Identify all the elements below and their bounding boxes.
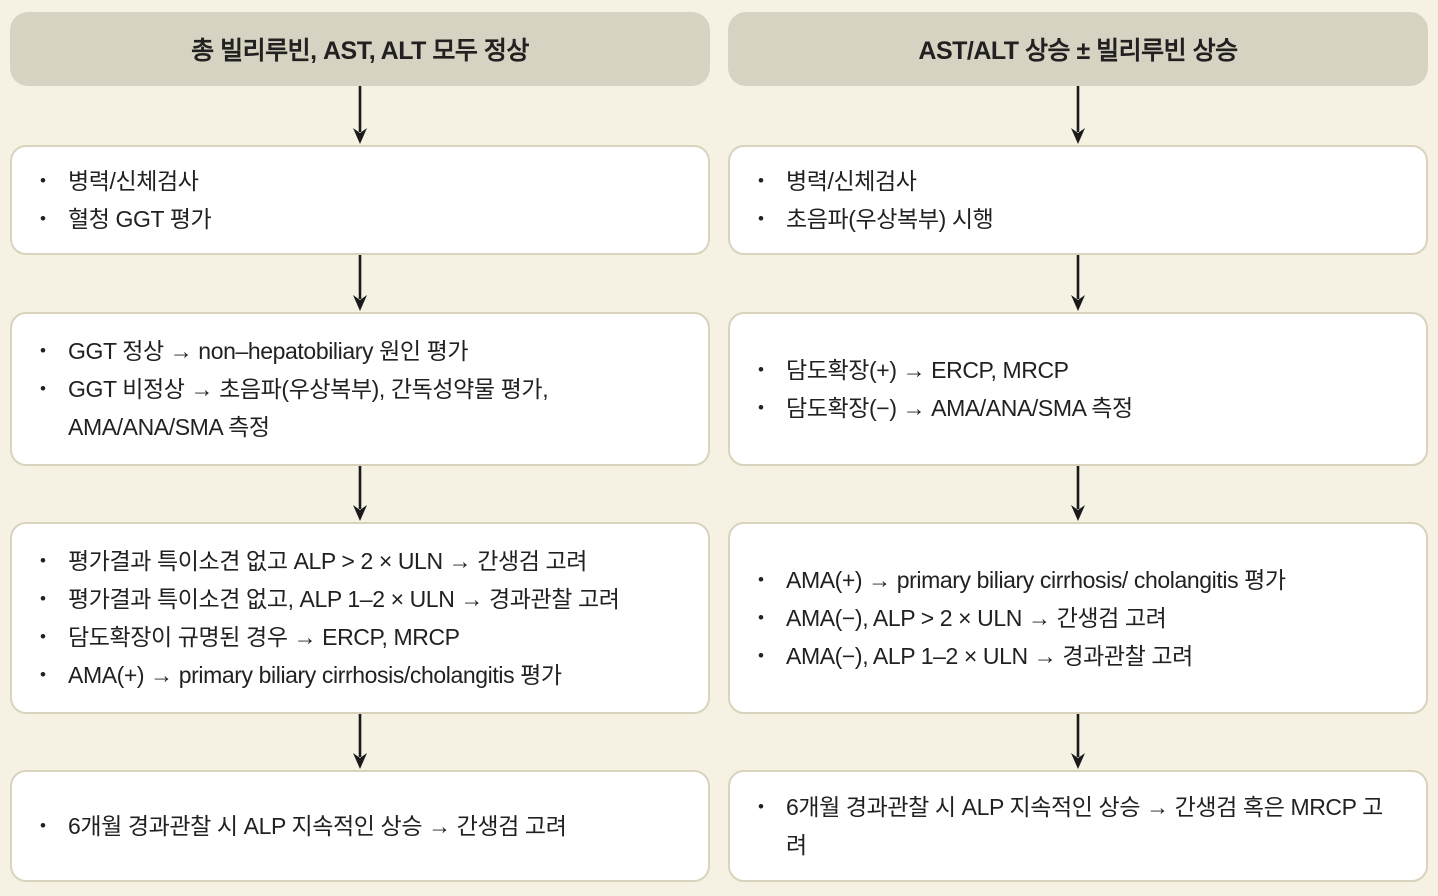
bullet-item: • AMA(−), ALP 1–2 × ULN → 경과관찰 고려: [754, 637, 1402, 675]
bullet-icon: •: [40, 341, 46, 360]
bullet-icon: •: [40, 171, 46, 190]
right-step-1-box: • 병력/신체검사 • 초음파(우상복부) 시행: [728, 145, 1428, 255]
item-text: AMA(+) → primary biliary cirrhosis/chola…: [68, 662, 562, 688]
right-step-3-box: • AMA(+) → primary biliary cirrhosis/ ch…: [728, 522, 1428, 714]
column-elevated-ast-alt: AST/ALT 상승 ± 빌리루빈 상승 • 병력/신체검사 • 초음파(우상복…: [728, 12, 1428, 896]
item-text: 병력/신체검사: [68, 168, 199, 194]
right-step-4-box: • 6개월 경과관찰 시 ALP 지속적인 상승 → 간생검 혹은 MRCP 고…: [728, 770, 1428, 882]
right-arrow-2: [728, 255, 1428, 312]
item-text: GGT 정상 → non–hepatobiliary 원인 평가: [68, 338, 469, 364]
bullet-icon: •: [758, 171, 764, 190]
left-column-header-label: 총 빌리루빈, AST, ALT 모두 정상: [191, 37, 529, 65]
bullet-icon: •: [40, 627, 46, 646]
down-arrow-icon: [1071, 714, 1085, 769]
bullet-icon: •: [758, 797, 764, 816]
item-text: 평가결과 특이소견 없고, ALP 1–2 × ULN → 경과관찰 고려: [68, 586, 620, 612]
item-text: 담도확장(+) → ERCP, MRCP: [786, 357, 1069, 383]
down-arrow-icon: [353, 466, 367, 521]
down-arrow-icon: [353, 86, 367, 144]
bullet-icon: •: [40, 209, 46, 228]
item-text: 6개월 경과관찰 시 ALP 지속적인 상승 → 간생검 고려: [68, 813, 567, 839]
bullet-icon: •: [40, 551, 46, 570]
down-arrow-icon: [1071, 255, 1085, 311]
bullet-item: • 담도확장(−) → AMA/ANA/SMA 측정: [754, 389, 1402, 427]
item-text: 평가결과 특이소견 없고 ALP > 2 × ULN → 간생검 고려: [68, 548, 588, 574]
bullet-icon: •: [758, 608, 764, 627]
item-text: 6개월 경과관찰 시 ALP 지속적인 상승 → 간생검 혹은 MRCP 고려: [786, 794, 1383, 858]
bullet-item: • 병력/신체검사: [36, 162, 684, 200]
down-arrow-icon: [1071, 86, 1085, 144]
right-arrow-4: [728, 714, 1428, 770]
left-arrow-3: [10, 466, 710, 522]
bullet-item: • GGT 비정상 → 초음파(우상복부), 간독성약물 평가, AMA/ANA…: [36, 370, 684, 446]
left-step-1-box: • 병력/신체검사 • 혈청 GGT 평가: [10, 145, 710, 255]
bullet-item: • 혈청 GGT 평가: [36, 200, 684, 238]
item-text: 병력/신체검사: [786, 168, 917, 194]
left-arrow-2: [10, 255, 710, 312]
bullet-item: • AMA(+) → primary biliary cirrhosis/cho…: [36, 656, 684, 694]
item-text: 초음파(우상복부) 시행: [786, 206, 994, 232]
left-column-header: 총 빌리루빈, AST, ALT 모두 정상: [10, 12, 710, 86]
bullet-item: • 평가결과 특이소견 없고 ALP > 2 × ULN → 간생검 고려: [36, 542, 684, 580]
right-arrow-3: [728, 466, 1428, 522]
left-step-4-box: • 6개월 경과관찰 시 ALP 지속적인 상승 → 간생검 고려: [10, 770, 710, 882]
down-arrow-icon: [353, 714, 367, 769]
right-arrow-1: [728, 86, 1428, 145]
bullet-icon: •: [40, 665, 46, 684]
bullet-item: • 병력/신체검사: [754, 162, 1402, 200]
bullet-item: • AMA(−), ALP > 2 × ULN → 간생검 고려: [754, 599, 1402, 637]
down-arrow-icon: [353, 255, 367, 311]
right-column-header: AST/ALT 상승 ± 빌리루빈 상승: [728, 12, 1428, 86]
bullet-icon: •: [40, 816, 46, 835]
left-arrow-4: [10, 714, 710, 770]
item-text: 혈청 GGT 평가: [68, 206, 212, 232]
bullet-item: • AMA(+) → primary biliary cirrhosis/ ch…: [754, 561, 1402, 599]
column-normal-liver-tests: 총 빌리루빈, AST, ALT 모두 정상 • 병력/신체검사 • 혈청 GG…: [10, 12, 710, 896]
item-text: GGT 비정상 → 초음파(우상복부), 간독성약물 평가, AMA/ANA/S…: [68, 376, 549, 440]
item-text: AMA(−), ALP 1–2 × ULN → 경과관찰 고려: [786, 643, 1193, 669]
bullet-icon: •: [40, 379, 46, 398]
bullet-icon: •: [758, 209, 764, 228]
bullet-item: • 초음파(우상복부) 시행: [754, 200, 1402, 238]
item-text: 담도확장이 규명된 경우 → ERCP, MRCP: [68, 624, 460, 650]
left-step-2-box: • GGT 정상 → non–hepatobiliary 원인 평가 • GGT…: [10, 312, 710, 466]
bullet-icon: •: [758, 646, 764, 665]
left-step-3-box: • 평가결과 특이소견 없고 ALP > 2 × ULN → 간생검 고려 • …: [10, 522, 710, 714]
bullet-icon: •: [758, 570, 764, 589]
bullet-icon: •: [758, 360, 764, 379]
down-arrow-icon: [1071, 466, 1085, 521]
bullet-item: • 평가결과 특이소견 없고, ALP 1–2 × ULN → 경과관찰 고려: [36, 580, 684, 618]
bullet-icon: •: [758, 398, 764, 417]
right-column-header-label: AST/ALT 상승 ± 빌리루빈 상승: [918, 37, 1238, 65]
bullet-icon: •: [40, 589, 46, 608]
bullet-item: • 담도확장(+) → ERCP, MRCP: [754, 351, 1402, 389]
item-text: AMA(+) → primary biliary cirrhosis/ chol…: [786, 567, 1286, 593]
item-text: 담도확장(−) → AMA/ANA/SMA 측정: [786, 395, 1133, 421]
bullet-item: • 담도확장이 규명된 경우 → ERCP, MRCP: [36, 618, 684, 656]
bullet-item: • GGT 정상 → non–hepatobiliary 원인 평가: [36, 332, 684, 370]
bullet-item: • 6개월 경과관찰 시 ALP 지속적인 상승 → 간생검 혹은 MRCP 고…: [754, 788, 1402, 864]
bullet-item: • 6개월 경과관찰 시 ALP 지속적인 상승 → 간생검 고려: [36, 807, 684, 845]
left-arrow-1: [10, 86, 710, 145]
item-text: AMA(−), ALP > 2 × ULN → 간생검 고려: [786, 605, 1167, 631]
right-step-2-box: • 담도확장(+) → ERCP, MRCP • 담도확장(−) → AMA/A…: [728, 312, 1428, 466]
